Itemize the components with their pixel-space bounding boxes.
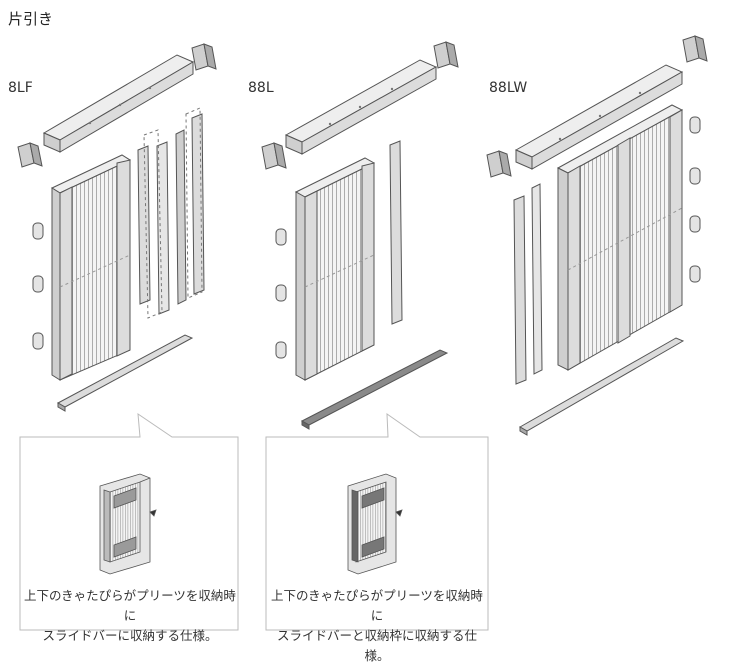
top-rail-8lf xyxy=(42,54,195,153)
clips-8lf xyxy=(32,222,44,350)
screen-panel-8lf xyxy=(50,154,132,381)
top-rail-88l xyxy=(284,59,438,155)
callout-2-line1: 上下のきゃたぴらがプリーツを収納時に xyxy=(271,588,483,623)
callout-box-1 xyxy=(19,412,239,631)
model-label-88l: 88L xyxy=(248,80,274,96)
callout-1-text: 上下のきゃたぴらがプリーツを収納時に スライドバーに収納する仕様。 xyxy=(20,586,240,646)
end-cap-8lf-left xyxy=(17,142,43,168)
page: 片引き 8LF 88L 88LW xyxy=(8,10,708,663)
slide-bar-88l xyxy=(300,349,449,430)
diagram-8lf xyxy=(17,43,217,412)
screen-panel-88lw xyxy=(556,104,684,371)
clips-88l xyxy=(275,228,287,359)
end-cap-88l-left xyxy=(261,142,287,170)
side-stile-88l xyxy=(389,140,403,325)
guide-lines-8lf xyxy=(143,107,203,319)
side-stiles-8lf xyxy=(137,113,205,315)
model-label-88lw: 88LW xyxy=(489,80,528,96)
diagram-88l xyxy=(261,41,459,430)
slide-bar-8lf xyxy=(56,334,194,412)
callout-box-2 xyxy=(265,413,489,631)
callout-1-line1: 上下のきゃたぴらがプリーツを収納時に xyxy=(24,588,236,623)
screen-panel-88l xyxy=(294,157,376,381)
exploded-diagrams xyxy=(17,35,708,631)
callout-2-line2: スライドバーと収納枠に収納する仕様。 xyxy=(276,628,477,663)
callout-2-text: 上下のきゃたぴらがプリーツを収納時に スライドバーと収納枠に収納する仕様。 xyxy=(267,586,487,666)
callout-1-line2: スライドバーに収納する仕様。 xyxy=(42,628,218,643)
callout-2-illustration xyxy=(347,473,403,575)
slide-bar-88lw xyxy=(518,337,685,436)
callout-1-illustration xyxy=(99,473,157,575)
clips-88lw xyxy=(689,116,701,283)
end-cap-88lw-right xyxy=(682,35,708,63)
end-cap-88l-right xyxy=(433,41,459,69)
end-cap-88lw-left xyxy=(486,150,512,178)
section-title: 片引き xyxy=(8,10,54,28)
diagram-88lw xyxy=(486,35,708,436)
top-rail-88lw xyxy=(514,64,684,170)
side-stiles-88lw xyxy=(513,183,543,385)
end-cap-8lf-right xyxy=(191,43,217,71)
model-label-8lf: 8LF xyxy=(8,80,33,96)
